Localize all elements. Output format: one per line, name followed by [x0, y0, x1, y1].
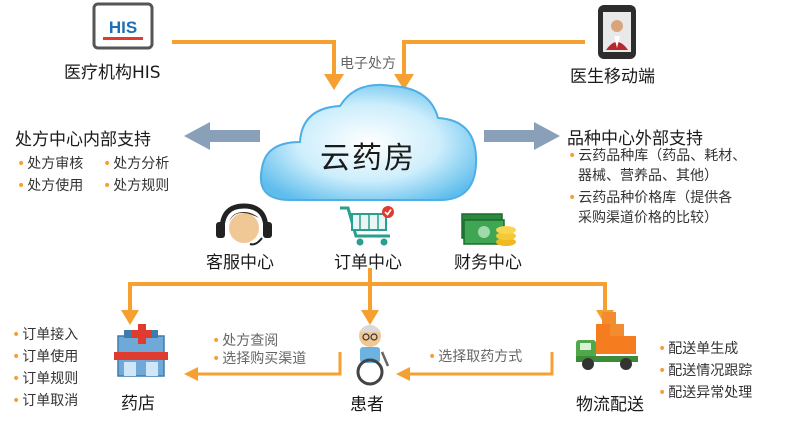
patient-flow-label: •选择取药方式	[428, 349, 523, 365]
right-panel-item: •云药品种价格库（提供各	[568, 190, 733, 206]
delivery-truck-icon	[576, 312, 638, 370]
patient-label: 患者	[350, 395, 384, 415]
mobile-label: 医生移动端	[570, 67, 655, 87]
shopping-cart-icon	[340, 206, 394, 246]
arrow-patient-to-pharmacy	[184, 352, 342, 381]
pharmacy-flow-label: •选择购买渠道	[212, 351, 307, 367]
right-panel-item-cont: 器械、营养品、其他）	[578, 168, 718, 184]
logistics-item: •配送异常处理	[658, 385, 753, 401]
arrow-cloud-to-left-panel	[184, 122, 260, 150]
his-monitor-icon: HIS	[92, 2, 154, 50]
logistics-label: 物流配送	[576, 395, 644, 415]
left-panel-item: •处方分析	[103, 156, 170, 172]
cloud-shape	[259, 84, 478, 201]
left-panel-item: •处方规则	[103, 178, 170, 194]
logistics-item: •配送单生成	[658, 341, 739, 357]
arrow-his-to-cloud	[172, 40, 344, 90]
pharmacy-item: •订单接入	[12, 327, 79, 343]
his-label: 医疗机构HIS	[64, 63, 161, 83]
pharmacy-item: •订单规则	[12, 371, 79, 387]
cloud-title: 云药房	[320, 141, 416, 176]
customer-service-icon	[216, 203, 272, 246]
arrow-mobile-to-cloud	[394, 40, 585, 90]
right-panel-item-cont: 采购渠道价格的比较）	[578, 210, 718, 226]
money-stack-icon	[461, 213, 516, 246]
patient-wheelchair-icon	[356, 325, 390, 386]
finance-center-label: 财务中心	[454, 253, 522, 273]
left-panel-title: 处方中心内部支持	[15, 130, 151, 150]
pharmacy-item: •订单取消	[12, 393, 79, 409]
pharmacy-item: •订单使用	[12, 349, 79, 365]
arrow-logistics-to-patient	[396, 352, 554, 381]
e-prescription-label: 电子处方	[340, 56, 396, 72]
his-logo-text: HIS	[109, 18, 137, 37]
right-panel-title: 品种中心外部支持	[567, 129, 703, 149]
customer-service-label: 客服中心	[206, 253, 274, 273]
pharmacy-label: 药店	[121, 394, 155, 414]
mobile-phone-icon	[598, 5, 636, 59]
right-panel-item: •云药品种库（药品、耗材、	[568, 148, 747, 164]
distribution-connector	[121, 268, 614, 325]
logistics-item: •配送情况跟踪	[658, 363, 753, 379]
order-center-label: 订单中心	[334, 253, 402, 273]
arrow-cloud-to-right-panel	[484, 122, 560, 150]
left-panel-item: •处方使用	[17, 178, 84, 194]
left-panel-item: •处方审核	[17, 156, 84, 172]
pharmacy-store-icon	[114, 324, 168, 377]
pharmacy-flow-label: •处方查阅	[212, 333, 279, 349]
